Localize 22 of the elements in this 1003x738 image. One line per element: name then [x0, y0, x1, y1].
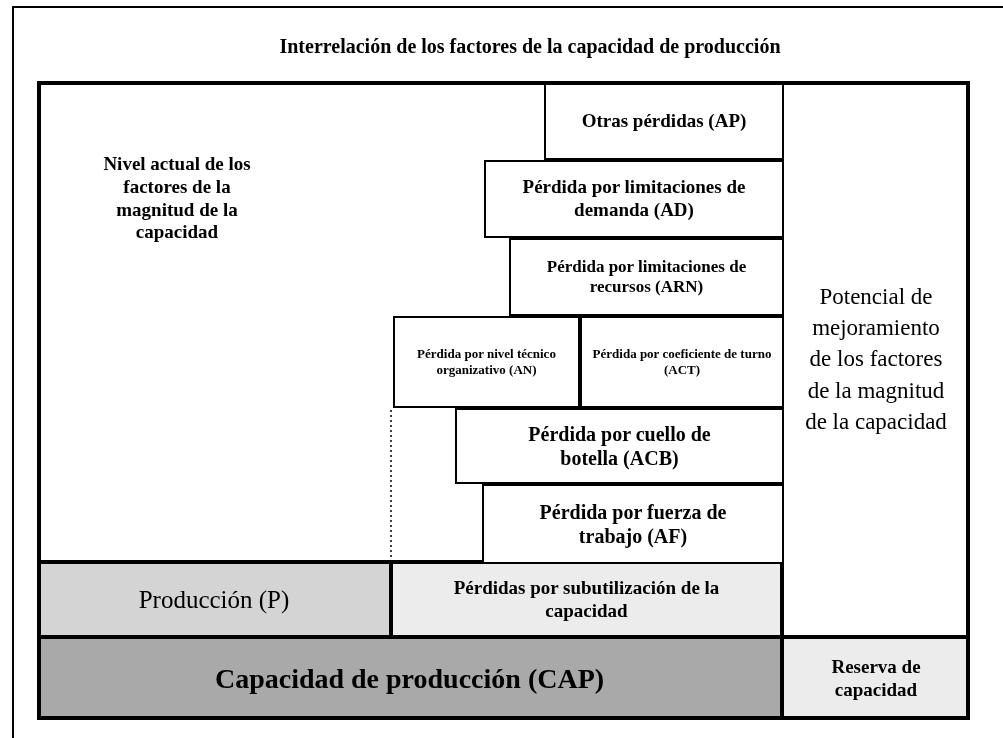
box-label: Capacidad de producción (CAP) — [213, 661, 606, 696]
box-label: Pérdidas por subutilización de la capacidad — [452, 576, 721, 623]
loss-box — [580, 316, 784, 408]
box-label: Reserva de capacidad — [830, 655, 922, 702]
underutilization-box — [391, 562, 782, 637]
box-label: Pérdida por fuerza de trabajo (AF) — [538, 500, 728, 548]
box-label: Pérdida por limitaciones de demanda (AD) — [521, 176, 747, 222]
box-label: Pérdida por cuello de botella (ACB) — [527, 422, 712, 470]
diagram-title: Interrelación de los factores de la capacidad de producción — [278, 35, 782, 58]
box-label: Otras pérdidas (AP) — [580, 110, 748, 133]
box-label: Pérdida por nivel técnico organizativo (AN) — [416, 346, 557, 378]
loss-box — [544, 83, 784, 160]
loss-box — [509, 238, 784, 316]
loss-box — [393, 316, 580, 408]
box-label: Pérdida por limitaciones de recursos (ARN) — [545, 256, 748, 298]
area-label: Nivel actual de los factores de la magnitud de la capacidad — [102, 153, 252, 245]
loss-box — [484, 160, 784, 238]
loss-box — [455, 408, 784, 484]
box-label: Potencial de mejoramiento de los factores de la magnitud de la capacidad — [804, 283, 948, 436]
box-label: Producción (P) — [137, 584, 291, 615]
box-label: Pérdida por coeficiente de turno (ACT) — [591, 346, 773, 378]
loss-box — [482, 484, 784, 564]
